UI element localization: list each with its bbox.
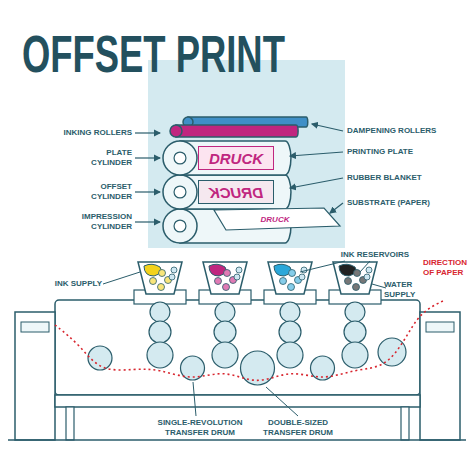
part-label: DAMPENING ROLLERS — [347, 126, 469, 136]
part-label: IMPRESSION CYLINDER — [70, 212, 132, 232]
part-label: DOUBLE-SIZED TRANSFER DRUM — [258, 418, 338, 438]
paper-sheet — [214, 208, 340, 230]
plate-text: DRUCK — [209, 151, 263, 166]
leader-line — [266, 387, 298, 416]
leader-arrow — [290, 152, 343, 156]
part-label: OFFSET CYLINDER — [77, 182, 132, 202]
part-label: INKING ROLLERS — [20, 128, 132, 138]
rubber-blanket: DRUCK — [198, 180, 274, 204]
leader-line — [103, 272, 140, 284]
title: OFFSET PRINT — [22, 28, 285, 80]
leader-arrow — [135, 221, 160, 222]
ink-unit — [199, 262, 251, 368]
part-label: SUBSTRATE (PAPER) — [347, 198, 469, 208]
inking-roller — [170, 125, 298, 137]
ink-unit — [264, 262, 316, 368]
detail-panel — [148, 60, 345, 248]
leader-arrow — [330, 203, 343, 213]
leader-line — [300, 261, 345, 272]
leader-line — [193, 382, 196, 416]
leader-line — [360, 261, 370, 272]
plate-cylinder — [163, 141, 291, 175]
ink-unit — [134, 262, 186, 368]
leader-line — [372, 284, 386, 288]
leader-arrow — [312, 124, 343, 131]
paper-path — [55, 300, 445, 380]
part-label: DIRECTION OF PAPER — [423, 258, 471, 278]
part-label: WATER SUPPLY — [384, 280, 422, 300]
press-machine — [8, 262, 466, 440]
part-label: RUBBER BLANKET — [347, 173, 469, 183]
leader-arrow — [135, 157, 160, 158]
part-label: PLATE CYLINDER — [77, 148, 132, 168]
ink-unit — [329, 262, 381, 368]
part-label: PRINTING PLATE — [347, 147, 469, 157]
part-label: INK RESERVOIRS — [330, 250, 420, 260]
part-label: INK SUPPLY — [40, 279, 102, 289]
plate-text: DRUCK — [261, 216, 290, 224]
part-label: SINGLE-REVOLUTION TRANSFER DRUM — [150, 418, 250, 438]
leader-arrow — [135, 191, 160, 192]
leader-arrow — [135, 132, 160, 133]
plate-text: DRUCK — [209, 185, 263, 200]
leader-arrow — [290, 178, 343, 188]
transfer-drum — [378, 338, 406, 366]
printing-plate: DRUCK — [198, 146, 274, 170]
paper-sheet: DRUCK — [242, 213, 308, 226]
offset-cylinder — [163, 175, 291, 209]
